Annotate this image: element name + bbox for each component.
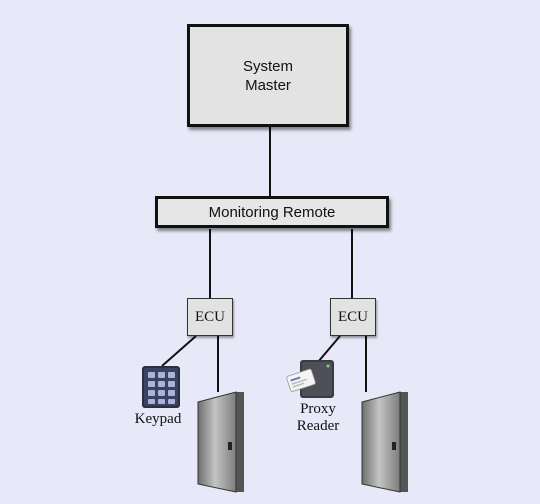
left-door-icon	[197, 391, 244, 493]
proxy-reader-icon	[286, 360, 334, 398]
system-master-label-line2: Master	[245, 76, 291, 94]
proxy-reader-label-line1: Proxy	[300, 401, 336, 417]
right-ecu-to-reader-line	[317, 335, 341, 363]
ecu-left-label: ECU	[195, 308, 225, 325]
ecu-right-label: ECU	[338, 308, 368, 325]
proxy-reader-label: Proxy Reader	[286, 401, 350, 435]
ecu-left-box: ECU	[187, 298, 233, 336]
keypad-label: Keypad	[134, 411, 182, 427]
proxy-reader-label-line2: Reader	[296, 418, 340, 434]
keypad-icon	[142, 366, 180, 408]
system-master-box: System Master	[187, 24, 349, 127]
ecu-right-box: ECU	[330, 298, 376, 336]
monitoring-remote-label: Monitoring Remote	[208, 203, 336, 221]
left-ecu-to-keypad-line	[161, 335, 197, 367]
monitoring-remote-box: Monitoring Remote	[155, 196, 389, 228]
system-master-label-line1: System	[242, 57, 293, 75]
right-door-icon	[361, 391, 408, 493]
